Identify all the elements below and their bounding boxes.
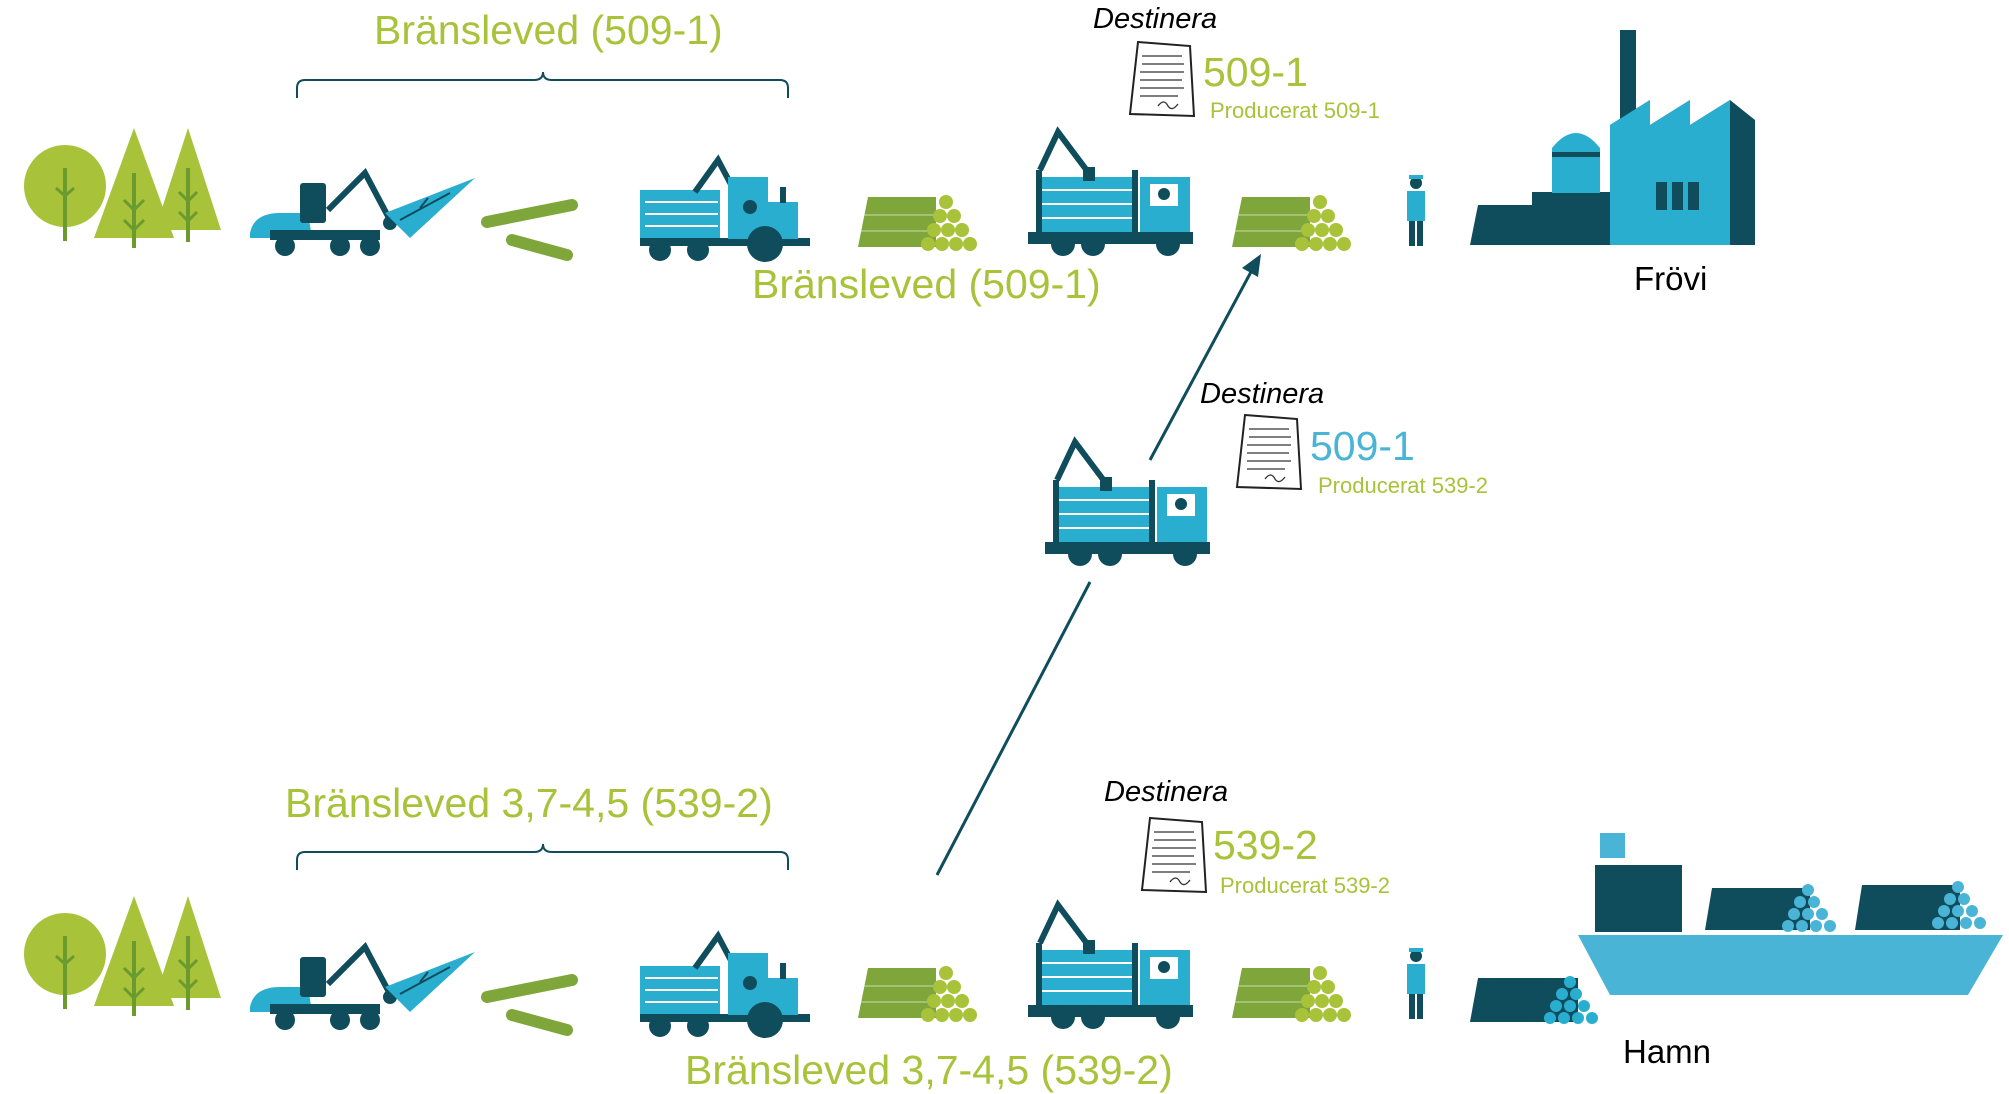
middle-document-code: 509-1 xyxy=(1310,423,1415,469)
tree-group-icon xyxy=(22,894,223,1018)
top-produced-label: Producerat 509-1 xyxy=(1210,98,1380,123)
bottom-bracket xyxy=(296,843,789,870)
destination-label-hamn: Hamn xyxy=(1623,1033,1712,1070)
log-truck-icon xyxy=(1045,442,1210,566)
top-bracket-label: Bränsleved (509-1) xyxy=(374,7,723,53)
top-document-code: 509-1 xyxy=(1203,49,1308,95)
harvester-icon xyxy=(250,173,475,256)
log-pile-icon xyxy=(1470,976,1598,1024)
tree-group-icon xyxy=(22,126,223,250)
log-truck-icon xyxy=(1028,905,1193,1029)
bottom-destinera-heading: Destinera xyxy=(1104,776,1229,808)
document-icon xyxy=(1129,41,1195,117)
cut-logs-icon xyxy=(487,980,572,1030)
arrow-head-icon xyxy=(1242,254,1261,277)
worker-icon xyxy=(1407,948,1425,1019)
forwarder-icon xyxy=(640,936,810,1038)
log-pile-icon xyxy=(857,965,978,1023)
destination-label-frovi: Frövi xyxy=(1634,260,1708,297)
paper-mill-icon xyxy=(1470,30,1755,245)
middle-produced-label: Producerat 539-2 xyxy=(1318,473,1488,498)
bottom-bracket-label: Bränsleved 3,7-4,5 (539-2) xyxy=(285,780,773,826)
log-truck-icon xyxy=(1028,132,1193,256)
top-bracket xyxy=(296,71,789,98)
harvester-icon xyxy=(250,947,475,1030)
middle-destinera-heading: Destinera xyxy=(1200,378,1325,410)
document-icon xyxy=(1141,817,1207,893)
document-icon xyxy=(1236,414,1302,490)
ship-icon xyxy=(1578,833,2003,995)
flow-arrow-upper xyxy=(1148,269,1254,461)
forwarder-icon xyxy=(640,160,810,262)
worker-icon xyxy=(1407,175,1425,246)
log-pile-icon xyxy=(857,194,978,252)
bottom-flow-label: Bränsleved 3,7-4,5 (539-2) xyxy=(685,1047,1173,1093)
top-flow-label: Bränsleved (509-1) xyxy=(752,261,1101,307)
cut-logs-icon xyxy=(487,205,572,255)
top-destinera-heading: Destinera xyxy=(1093,3,1218,35)
log-pile-icon xyxy=(1231,965,1352,1023)
flow-arrow-lower xyxy=(935,581,1092,876)
log-pile-icon xyxy=(1231,194,1352,252)
bottom-document-code: 539-2 xyxy=(1213,822,1318,868)
bottom-produced-label: Producerat 539-2 xyxy=(1220,873,1390,898)
